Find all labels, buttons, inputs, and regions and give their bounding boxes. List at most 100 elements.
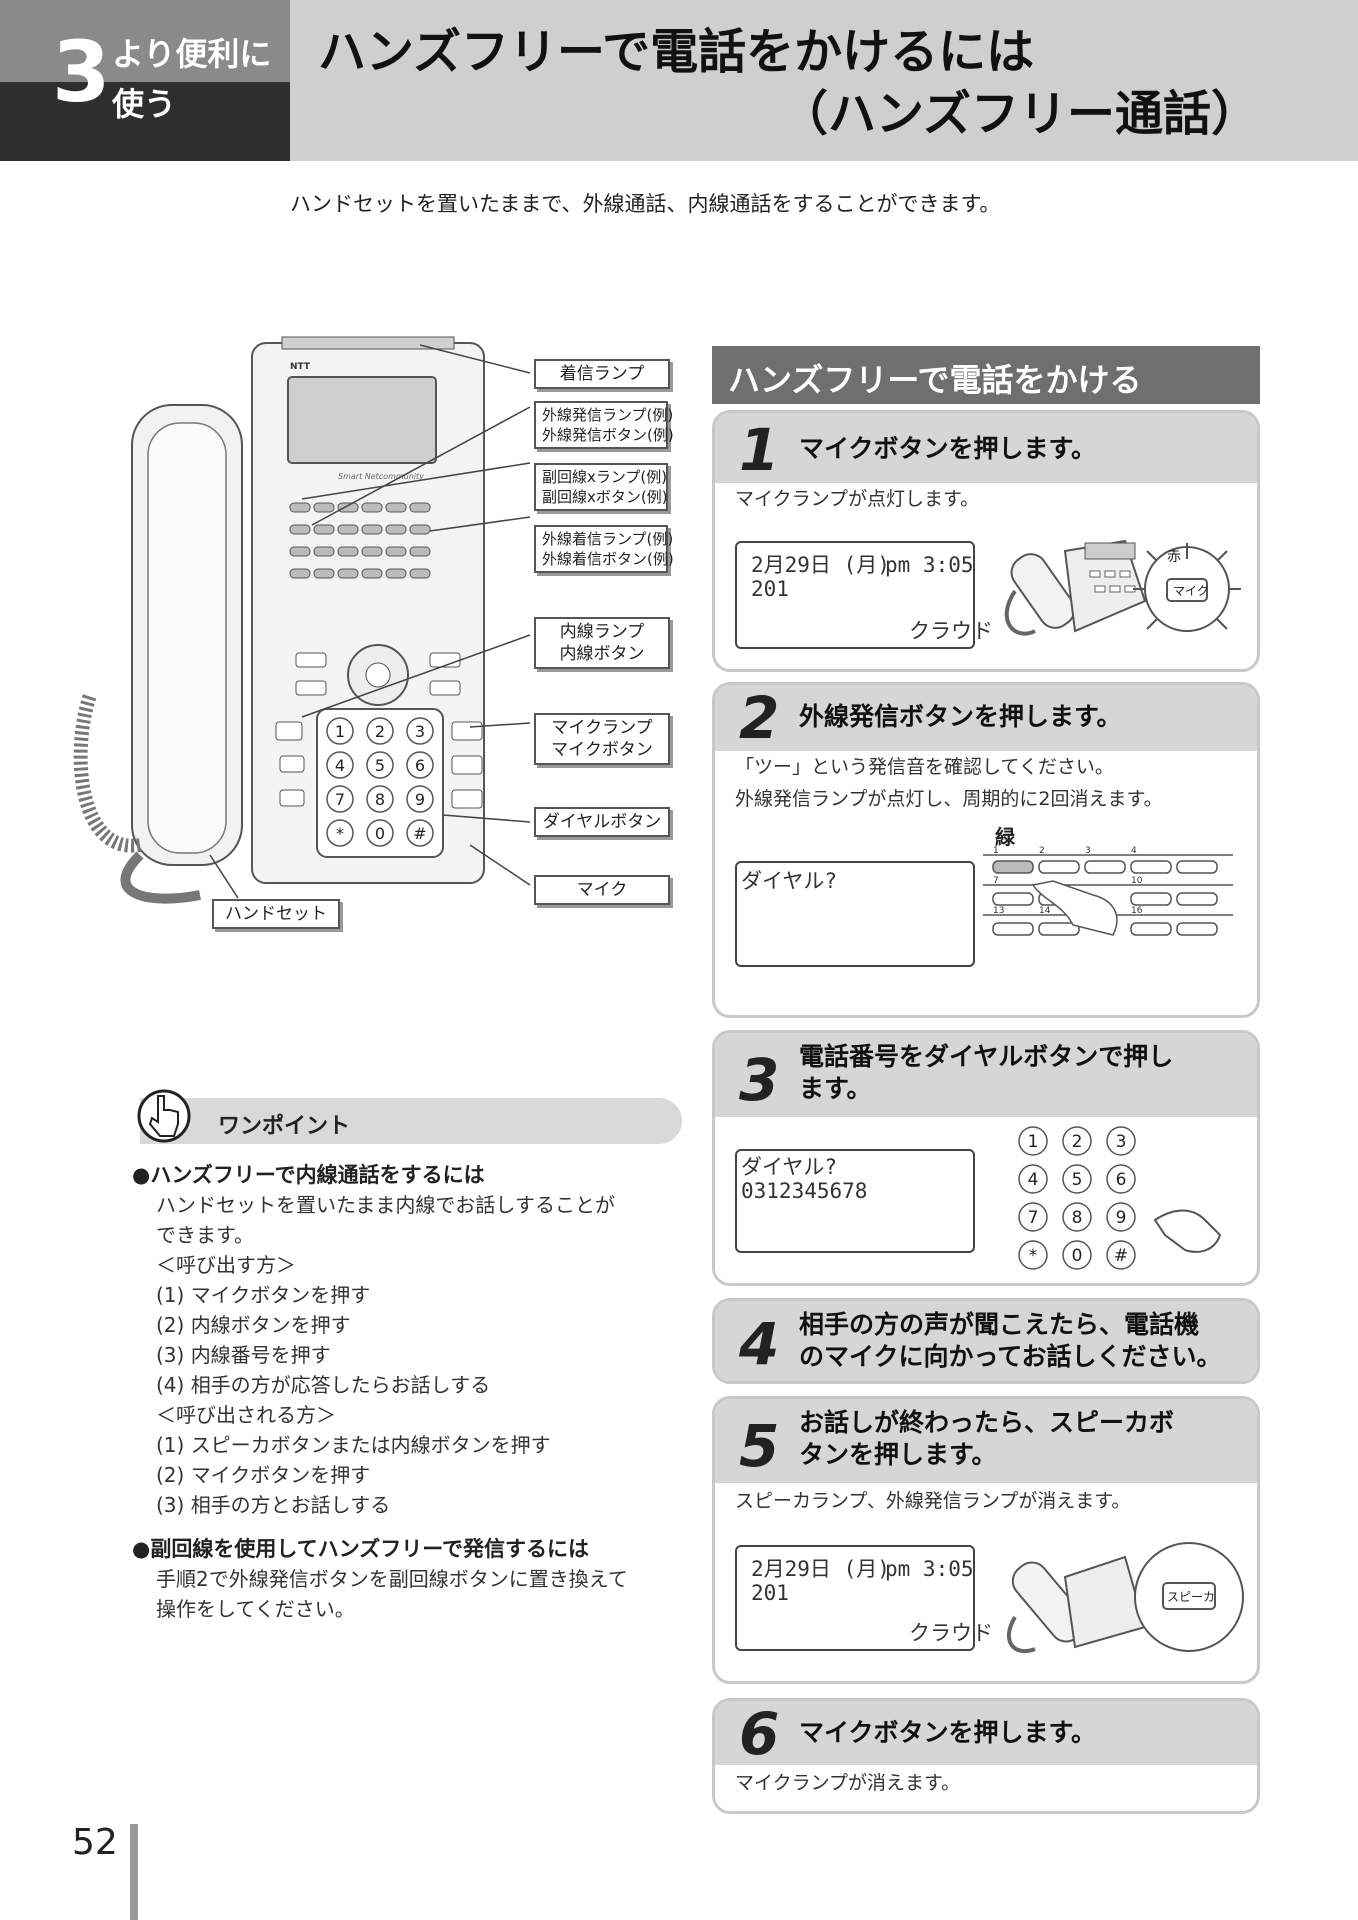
callout-line: 副回線xボタン(例)	[542, 488, 668, 506]
onepoint-line: (4) 相手の方が応答したらお話しする	[156, 1373, 491, 1397]
dial-key	[1106, 1202, 1136, 1232]
phone-line-key	[313, 568, 335, 579]
lcd-line2: 0312345678	[741, 1179, 868, 1203]
phone-line-key	[337, 524, 359, 535]
dial-key-label: 9	[1116, 1208, 1127, 1228]
phone-line-key	[337, 568, 359, 579]
phone-mic-illustration: 赤 マイク	[1004, 539, 1241, 636]
page-title-sub: （ハンズフリー通話）	[780, 86, 1260, 142]
step-1: 1 マイクボタンを押します。 マイクランプが点灯します。 2月29日 (月) p…	[712, 410, 1260, 672]
outside-key-illustration: 1 2 3 4 7 10 13 14 16	[983, 846, 1233, 936]
step-number: 1	[739, 416, 780, 484]
dial-key	[326, 751, 354, 779]
step-title: マイクボタンを押します。	[799, 1718, 1097, 1747]
phone-line-key	[409, 568, 431, 579]
lcd-footer: クラウド	[909, 619, 993, 643]
lcd-footer: クラウド	[909, 1621, 993, 1645]
callout-line: 副回線xランプ(例)	[542, 468, 668, 486]
key-label: 2	[1039, 846, 1045, 856]
chapter-label-2: 使う	[112, 85, 177, 123]
key-label: 7	[993, 876, 999, 886]
callout-outside-outgoing: 外線発信ランプ(例) 外線発信ボタン(例)	[534, 401, 674, 449]
phone-line-key	[289, 568, 311, 579]
dial-key	[366, 751, 394, 779]
step-title: 相手の方の声が聞こえたら、電話機	[799, 1310, 1200, 1339]
lcd-time: pm 3:05	[885, 553, 974, 577]
callout-outside-incoming: 外線着信ランプ(例) 外線着信ボタン(例)	[534, 525, 674, 573]
dial-key-label: 3	[1116, 1132, 1127, 1152]
chapter-number: 3	[52, 23, 111, 121]
onepoint-line: ハンドセットを置いたまま内線でお話しすることが	[156, 1193, 615, 1217]
dial-key	[1018, 1240, 1048, 1270]
callout-handset: ハンドセット	[212, 899, 340, 929]
key-label: 16	[1131, 906, 1143, 916]
step-3: 3 電話番号をダイヤルボタンで押し ます。 ダイヤル? 0312345678 1…	[712, 1030, 1260, 1286]
step-title-2: タンを押します。	[799, 1440, 997, 1469]
callout-line: マイクランプ	[551, 718, 653, 738]
svg-text:Smart Netcommunity: Smart Netcommunity	[338, 472, 424, 481]
dial-key	[1062, 1240, 1092, 1270]
phone-speaker-illustration: スピーカ	[1007, 1542, 1244, 1654]
key-label: 1	[993, 846, 999, 856]
dial-key-label: 2	[1072, 1132, 1083, 1152]
mic-key-label: マイク	[1173, 584, 1209, 598]
onepoint-heading-2: ●副回線を使用してハンズフリーで発信するには	[132, 1537, 590, 1561]
dial-key-label: #	[1114, 1246, 1128, 1266]
red-label: 赤	[1167, 549, 1181, 565]
section-title: ハンズフリーで電話をかける	[728, 361, 1142, 399]
lcd-line2: 201	[751, 577, 789, 601]
step-title-2: ます。	[799, 1074, 872, 1103]
dial-key-label: 5	[1072, 1170, 1083, 1190]
step-desc: 「ツー」という発信音を確認してください。	[735, 756, 1114, 778]
phone-line-key	[289, 546, 311, 557]
onepoint-line: ＜呼び出される方＞	[156, 1403, 336, 1427]
dial-key-label: 6	[415, 756, 425, 775]
phone-line-key	[313, 502, 335, 513]
key-label: 4	[1131, 846, 1137, 856]
dial-key-label: 9	[415, 790, 425, 809]
phone-line-key	[409, 546, 431, 557]
dial-key	[1018, 1126, 1048, 1156]
onepoint-line: (2) マイクボタンを押す	[156, 1463, 371, 1487]
callout-incoming-lamp: 着信ランプ	[534, 359, 670, 389]
intro-text: ハンドセットを置いたままで、外線通話、内線通話をすることができます。	[290, 192, 1001, 216]
step-2: 2 外線発信ボタンを押します。 「ツー」という発信音を確認してください。 外線発…	[712, 682, 1260, 1018]
dial-key-label: 3	[415, 722, 425, 741]
lcd-time: pm 3:05	[885, 1557, 974, 1581]
onepoint-heading-1: ●ハンズフリーで内線通話をするには	[132, 1163, 485, 1187]
phone-line-key	[409, 524, 431, 535]
callout-line: 外線着信ボタン(例)	[542, 550, 674, 568]
dial-key	[1062, 1164, 1092, 1194]
phone-line-key	[361, 546, 383, 557]
phone-line-key	[361, 568, 383, 579]
svg-text:NTT: NTT	[290, 362, 311, 372]
onepoint-line: (1) スピーカボタンまたは内線ボタンを押す	[156, 1433, 551, 1457]
step-title: 電話番号をダイヤルボタンで押し	[799, 1042, 1174, 1071]
onepoint-line: (3) 相手の方とお話しする	[156, 1493, 391, 1517]
section-header: ハンズフリーで電話をかける	[712, 346, 1260, 404]
page-title: ハンズフリーで電話をかけるには	[318, 24, 1035, 80]
chapter-tab: 3 より便利に 使う	[0, 0, 290, 161]
dial-key	[326, 785, 354, 813]
key-label: 14	[1039, 906, 1051, 916]
chapter-label: より便利に	[112, 35, 272, 73]
phone-line-key	[361, 524, 383, 535]
dial-key-label: 5	[375, 756, 385, 775]
dial-key-label: 8	[375, 790, 385, 809]
key-label: 13	[993, 906, 1004, 916]
lcd-line1: ダイヤル?	[741, 869, 838, 893]
callout-line: マイクボタン	[551, 740, 653, 760]
dial-key-label: 4	[1028, 1170, 1039, 1190]
dial-key-label: 1	[335, 722, 345, 741]
green-label: 緑	[995, 825, 1015, 849]
dial-key-label: 6	[1116, 1170, 1127, 1190]
dial-key-label: 8	[1072, 1208, 1083, 1228]
phone-line-key	[289, 524, 311, 535]
dial-key	[406, 717, 434, 745]
phone-line-key	[385, 546, 407, 557]
key-label: 10	[1131, 876, 1143, 886]
dial-key	[1018, 1164, 1048, 1194]
